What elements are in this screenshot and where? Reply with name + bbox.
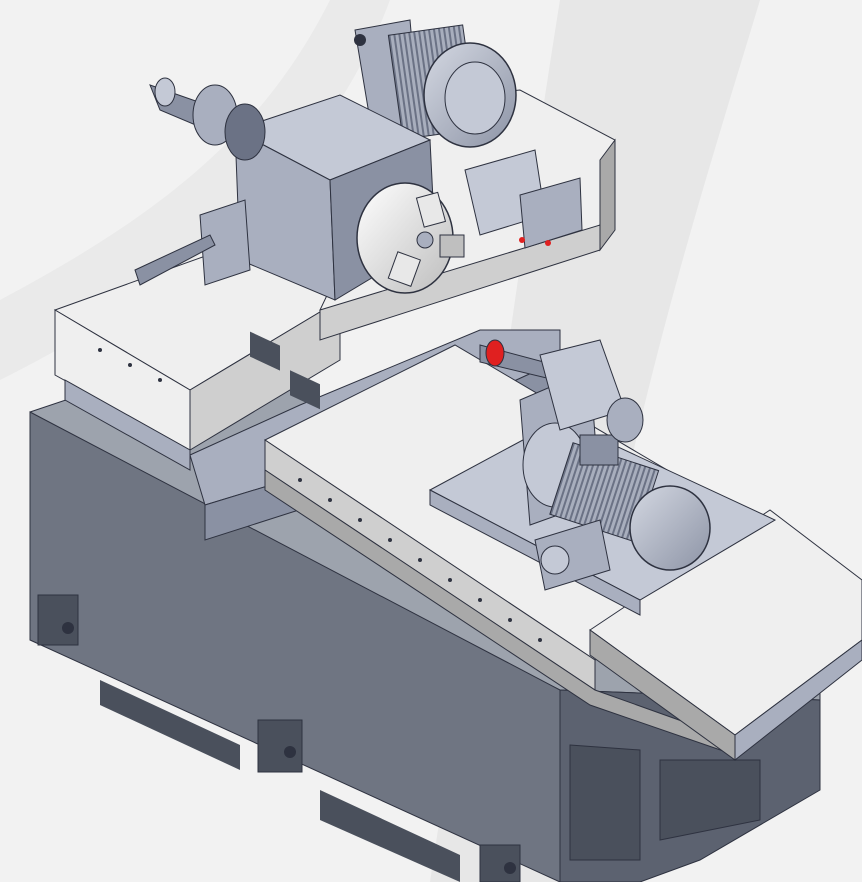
foot-bolt-mid [284, 746, 296, 758]
bolt-details [98, 348, 542, 642]
spindle-cover [53, 239, 341, 471]
slide-block-2 [519, 177, 583, 249]
leveling-foot-left [37, 594, 79, 646]
sliding-cover-right [734, 639, 862, 762]
carriage-fixture [534, 519, 611, 591]
rear-tool-slide [464, 149, 583, 249]
chuck-jaw-top [415, 191, 447, 228]
tailstock-quill [479, 339, 644, 443]
base-bottom-recess-2 [320, 790, 460, 882]
quill-red-ring [485, 339, 505, 367]
headstock-window-2 [290, 370, 320, 410]
foot-bolt-right [504, 862, 516, 874]
foot-bolt-left [62, 622, 74, 634]
base-bottom-recess [100, 680, 240, 770]
tailstock-handwheel [606, 397, 644, 443]
base-side-pocket-2 [659, 759, 761, 841]
spindle-shaft [149, 77, 266, 161]
red-indicator-2 [545, 240, 551, 246]
tool-post-left [134, 199, 251, 286]
leveling-foot-mid [257, 719, 303, 773]
motor-bolt [354, 34, 366, 46]
motor-endcap-inner [444, 61, 506, 135]
base-side-pocket [569, 744, 641, 861]
collet-ring-2 [224, 103, 266, 161]
chuck-jaw-left [387, 251, 422, 287]
tail-motor-endcap [629, 485, 711, 571]
spindle-cover-right [189, 299, 341, 451]
headstock-window [250, 331, 280, 371]
rear-cover-right [599, 138, 616, 252]
background-swoosh-2 [0, 0, 390, 380]
spindle-cover-lower [64, 379, 191, 471]
tail-motor-terminal [579, 434, 619, 466]
collet-nose [154, 77, 176, 107]
chuck [356, 182, 465, 294]
sliding-cover [589, 509, 862, 762]
leveling-foot-right [479, 844, 521, 882]
chuck-center [416, 231, 434, 249]
tool-post-body [199, 199, 251, 286]
fixture-wheel [540, 545, 570, 575]
red-indicator-1 [519, 237, 525, 243]
tool-bar [134, 234, 216, 286]
base-front [29, 411, 561, 882]
chuck-jaw-right [439, 234, 465, 258]
headstock [233, 94, 436, 410]
